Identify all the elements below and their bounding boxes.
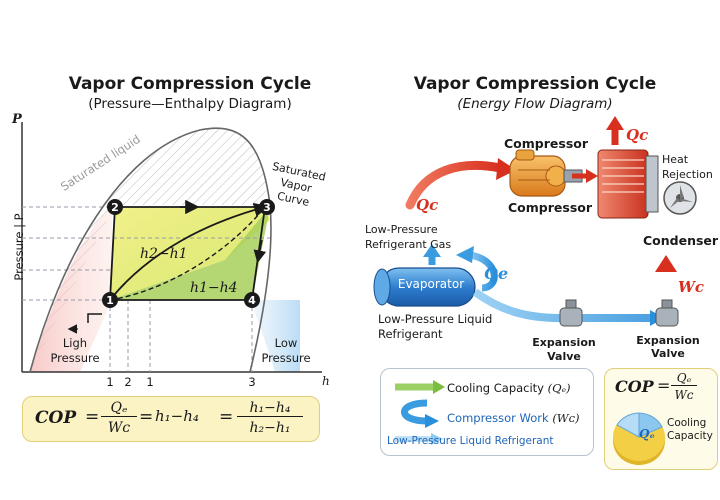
wc-label: Wc: [678, 278, 704, 296]
cop-pie-box: COP = Qₑ Wᴄ Qₑ Cooling Capacity: [604, 368, 718, 470]
compressor-top-label: Compressor: [504, 136, 589, 151]
cop-num1: Qₑ: [101, 400, 137, 417]
right-title: Vapor Compression Cycle: [413, 74, 657, 94]
qc-top-label: Qc: [626, 126, 649, 144]
cop-eq2: =: [139, 407, 154, 427]
condenser-icon: [597, 149, 697, 219]
liquid-flow-line: [472, 288, 655, 322]
state-label-2: 2: [111, 201, 119, 214]
state-point-2: [107, 199, 123, 215]
legend-liquid: Low-Pressure Liquid Refrigerant: [387, 435, 554, 447]
qe-arrowhead: [456, 246, 474, 263]
high-pressure-region: [30, 205, 112, 372]
green-region: [110, 207, 270, 300]
qc-left-arrowhead: [496, 158, 516, 180]
low-pressure-gas-label: Low-Pressure Refrigerant Gas: [365, 223, 452, 251]
state-label-1: 1: [106, 294, 114, 307]
state-point-3: [259, 199, 275, 215]
qe-arrow: [469, 251, 498, 292]
left-subtitle: (Pressure—Enthalpy Diagram): [88, 96, 292, 112]
legend-arrows-icon: [395, 380, 445, 445]
low-pressure-liquid-label: Low-Pressure Liquid Refrigerant: [378, 312, 493, 341]
expansion-valve-2-icon: [655, 299, 679, 327]
cop-formula-box: COP = Qₑ Wᴄ = h₁−h₄ = h₁−h₄ h₂−h₁: [22, 396, 320, 442]
legend-cooling-capacity: Cooling Capacity (Qₑ): [447, 381, 571, 395]
low-pressure-label: Low Pressure: [261, 336, 311, 365]
notch-marker: [87, 313, 102, 323]
compression-curve: [109, 202, 269, 301]
compressor-bottom-label: Compressor: [508, 200, 593, 215]
cop-lhs: COP: [35, 408, 77, 428]
state-point-4: [244, 292, 260, 308]
legend-work-text: Compressor Work: [447, 411, 549, 425]
cop-den2: h₂−h₁: [249, 420, 291, 436]
dashed-process: [109, 206, 266, 301]
legend-cooling-symbol: (Qₑ): [547, 381, 571, 395]
x-axis-symbol: h: [322, 374, 330, 388]
left-title: Vapor Compression Cycle: [68, 74, 312, 94]
cop-box-lhs: COP: [615, 377, 654, 396]
yellow-region: [110, 207, 270, 300]
region-label-h2-h1: h2−h1: [140, 246, 188, 262]
qc-top-arrowhead: [606, 116, 624, 130]
compressor-icon: [509, 149, 583, 197]
qc-left-label: Qc: [416, 196, 439, 214]
cop-eq1: =: [85, 407, 100, 427]
dome-hatch: [30, 128, 270, 372]
high-pressure-label: Ligh Pressure: [50, 336, 100, 365]
cop-mid: h₁−h₄: [155, 407, 199, 425]
cop-num2: h₁−h₄: [237, 400, 303, 417]
legend-compressor-work: Compressor Work (Wᴄ): [447, 411, 580, 425]
right-subtitle: (Energy Flow Diagram): [457, 96, 613, 112]
x-tick-1b: 1: [146, 375, 154, 389]
x-tick-2: 2: [124, 375, 132, 389]
x-tick-3: 3: [248, 375, 256, 389]
region-label-h1-h4: h1−h4: [190, 280, 238, 296]
evap-up-arrowhead: [423, 244, 441, 257]
cop-pie-chart: [613, 412, 665, 465]
qe-label: Qe: [484, 264, 509, 283]
cop-den1: Wᴄ: [107, 420, 131, 436]
legend-work-symbol: (Wᴄ): [552, 411, 580, 425]
ph-diagram: [21, 122, 322, 373]
cop-box-num: Qₑ: [671, 371, 697, 386]
evaporator-icon: [373, 267, 476, 307]
qc-left-arrow: [405, 160, 505, 210]
cop-box-den: Wᴄ: [674, 388, 694, 402]
right-arrow: [253, 239, 267, 264]
cop-eq3: =: [219, 407, 234, 427]
expansion-valve-1-label: Expansion Valve: [532, 336, 596, 363]
low-pressure-region: [250, 300, 300, 372]
comp-cond-arrowhead: [586, 169, 598, 183]
x-tick-1a: 1: [106, 375, 114, 389]
heat-rejection-label: Heat Rejection: [662, 153, 713, 181]
expansion-valve-1-icon: [559, 299, 583, 327]
pie-cooling-label: Cooling Capacity: [667, 417, 713, 442]
state-label-3: 3: [263, 201, 271, 214]
y-axis-label: Pressure | P: [12, 213, 26, 281]
wc-arrowhead: [655, 255, 677, 272]
saturation-dome: [29, 127, 272, 373]
y-axis-symbol: P: [12, 112, 22, 127]
legend-cooling-text: Cooling Capacity: [447, 381, 544, 395]
expansion-valve-2-label: Expansion Valve: [636, 334, 700, 360]
energy-flow-diagram: [373, 116, 697, 327]
state-label-4: 4: [248, 294, 256, 307]
legend-box: Cooling Capacity (Qₑ) Compressor Work (W…: [380, 368, 594, 456]
cop-box-eq: =: [657, 376, 671, 395]
evaporator-label: Evaporator: [397, 277, 465, 291]
pie-qe-label: Qₑ: [639, 427, 655, 441]
condenser-label: Condenser: [643, 233, 719, 248]
state-point-1: [102, 292, 118, 308]
